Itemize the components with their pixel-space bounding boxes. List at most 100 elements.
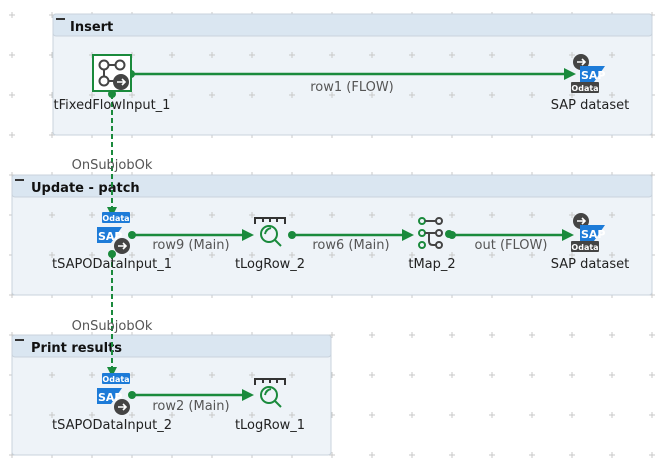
grid-overlay [49,52,615,418]
component-label: tSAPODataInput_2 [52,418,172,433]
grid-mark [249,412,255,418]
component-label: SAP dataset [551,98,630,113]
grid-mark [249,372,255,378]
grid-mark [649,372,655,378]
grid-mark [369,372,375,378]
odata-badge-text: Odata [571,243,598,252]
grid-mark [609,252,615,258]
grid-mark [89,212,95,218]
grid-mark [529,372,535,378]
grid-mark [329,252,335,258]
grid-mark [529,52,535,58]
connection-label: row2 (Main) [152,399,229,414]
grid-mark [449,252,455,258]
grid-mark [209,92,215,98]
map-icon [418,217,453,249]
grid-mark [569,212,575,218]
grid-mark [209,52,215,58]
grid-mark [169,372,175,378]
subjob-title: Update - patch [31,181,140,196]
grid-mark [489,212,495,218]
grid-mark [449,332,455,338]
grid-mark [129,92,135,98]
grid-mark [529,92,535,98]
grid-mark [409,212,415,218]
grid-mark [249,252,255,258]
grid-mark [569,52,575,58]
grid-mark [369,412,375,418]
grid-mark [529,252,535,258]
grid-mark [489,412,495,418]
grid-mark [289,372,295,378]
grid-mark [369,452,375,458]
grid-mark [489,372,495,378]
grid-mark [529,452,535,458]
component-label: tFixedFlowInput_1 [54,98,171,113]
log-row-icon [254,378,286,408]
grid-mark [169,252,175,258]
connection-label: row6 (Main) [312,238,389,253]
sap-logo-text: SAP [98,391,123,404]
grid-mark [449,52,455,58]
connection-row9[interactable]: row9 (Main) [128,229,254,253]
sap-logo-text: SAP [98,230,123,243]
connection-label: row1 (FLOW) [310,80,394,95]
grid-mark [169,52,175,58]
grid-mark [209,412,215,418]
grid-mark [329,52,335,58]
grid-mark [209,252,215,258]
fixed-flow-input-icon [92,54,132,92]
collapse-icon[interactable] [15,179,24,181]
component-label: tSAPODataInput_1 [52,257,172,272]
grid-mark [289,252,295,258]
grid-mark [529,212,535,218]
grid-mark [449,372,455,378]
grid-mark [129,252,135,258]
grid-mark [89,412,95,418]
grid-mark [569,332,575,338]
grid-mark [9,12,15,18]
odata-badge-text: Odata [102,375,129,384]
grid-mark [129,412,135,418]
grid-mark [409,372,415,378]
component-tlogrow-2[interactable]: tLogRow_2 [235,217,305,272]
grid-mark [329,212,335,218]
component-label: tLogRow_1 [235,418,305,433]
grid-mark [329,92,335,98]
connection-label: OnSubjobOk [72,158,153,173]
grid-mark [569,412,575,418]
subjob-title: Insert [70,20,113,35]
connection-out[interactable]: out (FLOW) [448,229,574,253]
grid-mark [409,92,415,98]
grid-mark [89,372,95,378]
collapse-icon[interactable] [15,339,24,341]
grid-mark [449,412,455,418]
grid-mark [489,52,495,58]
grid-mark [289,92,295,98]
component-tlogrow-1[interactable]: tLogRow_1 [235,378,305,433]
collapse-icon[interactable] [56,18,65,20]
connection-label: OnSubjobOk [72,319,153,334]
grid-mark [89,92,95,98]
grid-mark [649,412,655,418]
connection-label: row9 (Main) [152,238,229,253]
connection-onsubjobok-2[interactable]: OnSubjobOk [72,250,153,377]
connection-row2[interactable]: row2 (Main) [128,389,254,414]
component-tfixedflowinput-1[interactable]: tFixedFlowInput_1 [54,54,171,113]
component-label: SAP dataset [551,257,630,272]
grid-mark [609,332,615,338]
grid-mark [89,252,95,258]
grid-mark [9,132,15,138]
grid-mark [369,92,375,98]
grid-mark [49,412,55,418]
connection-row6[interactable]: row6 (Main) [288,229,414,253]
grid-mark [249,92,255,98]
component-label: tMap_2 [408,257,455,272]
component-tmap-2[interactable]: tMap_2 [408,217,456,272]
